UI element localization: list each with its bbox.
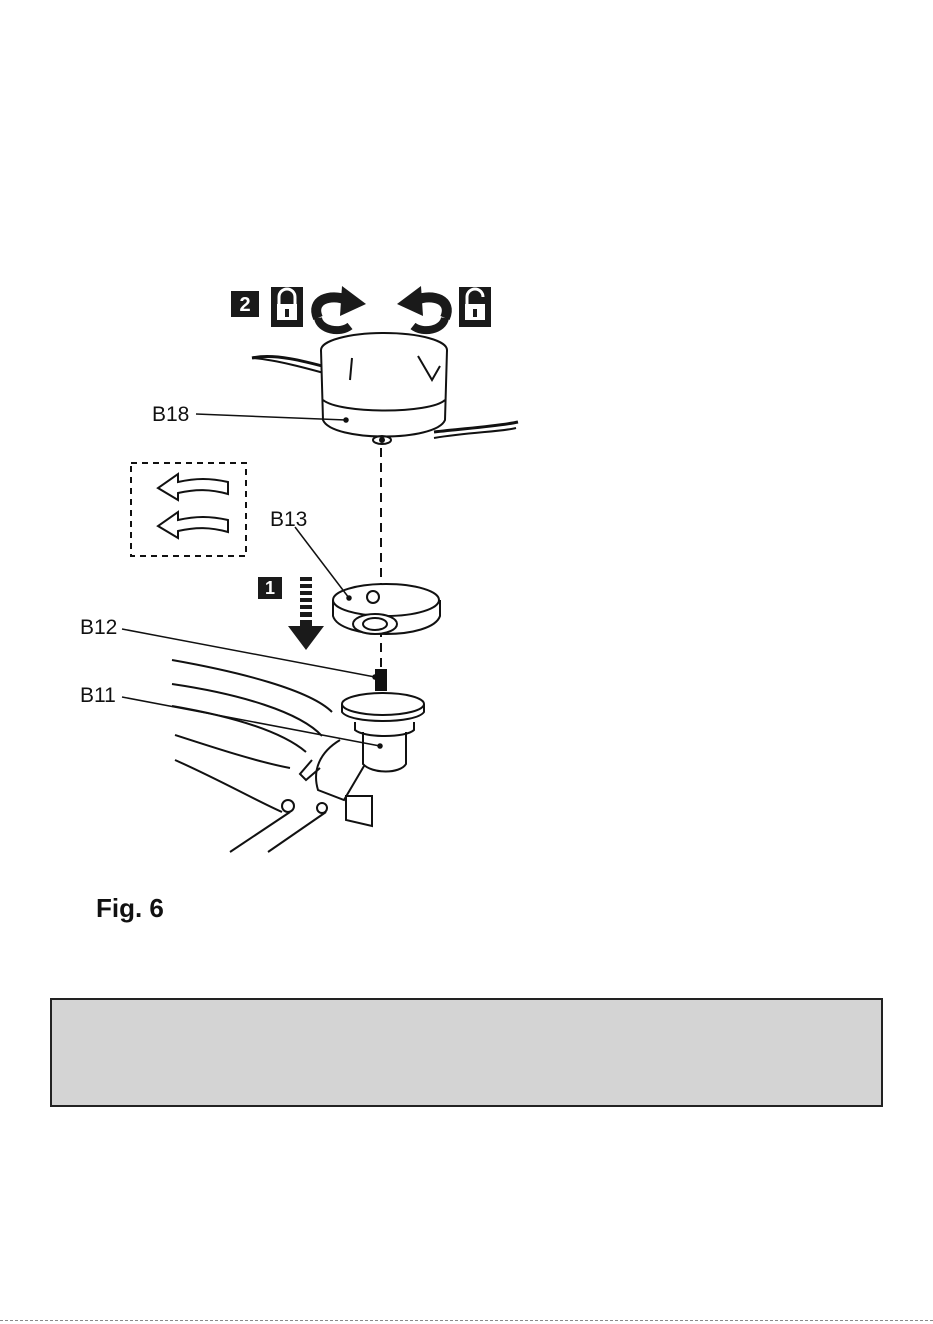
rotate-clockwise-icon	[316, 286, 366, 330]
rotate-counterclockwise-icon	[397, 286, 447, 330]
part-label-b12: B12	[80, 616, 117, 639]
part-label-b18: B18	[152, 403, 189, 426]
lock-open-icon	[459, 287, 491, 327]
part-label-b11: B11	[80, 684, 116, 707]
page-bottom-rule	[0, 1320, 933, 1321]
svg-text:2: 2	[239, 294, 250, 316]
svg-text:1: 1	[265, 578, 275, 598]
down-arrow-icon	[288, 577, 324, 650]
spool-base-b13	[333, 584, 440, 634]
note-box	[50, 998, 883, 1107]
figure-caption: Fig. 6	[96, 893, 164, 924]
lock-closed-icon	[271, 287, 303, 327]
leader-lines	[122, 414, 382, 748]
part-label-b13: B13	[270, 508, 307, 531]
direction-hint-box	[131, 463, 246, 556]
trimmer-head-b11	[172, 660, 424, 852]
curved-arrow-left-icon	[158, 474, 228, 500]
step-2-badge: 2	[231, 291, 259, 317]
curved-arrow-left-icon	[158, 512, 228, 538]
spool-cap-b18	[252, 333, 518, 444]
step-1-badge: 1	[258, 577, 282, 599]
